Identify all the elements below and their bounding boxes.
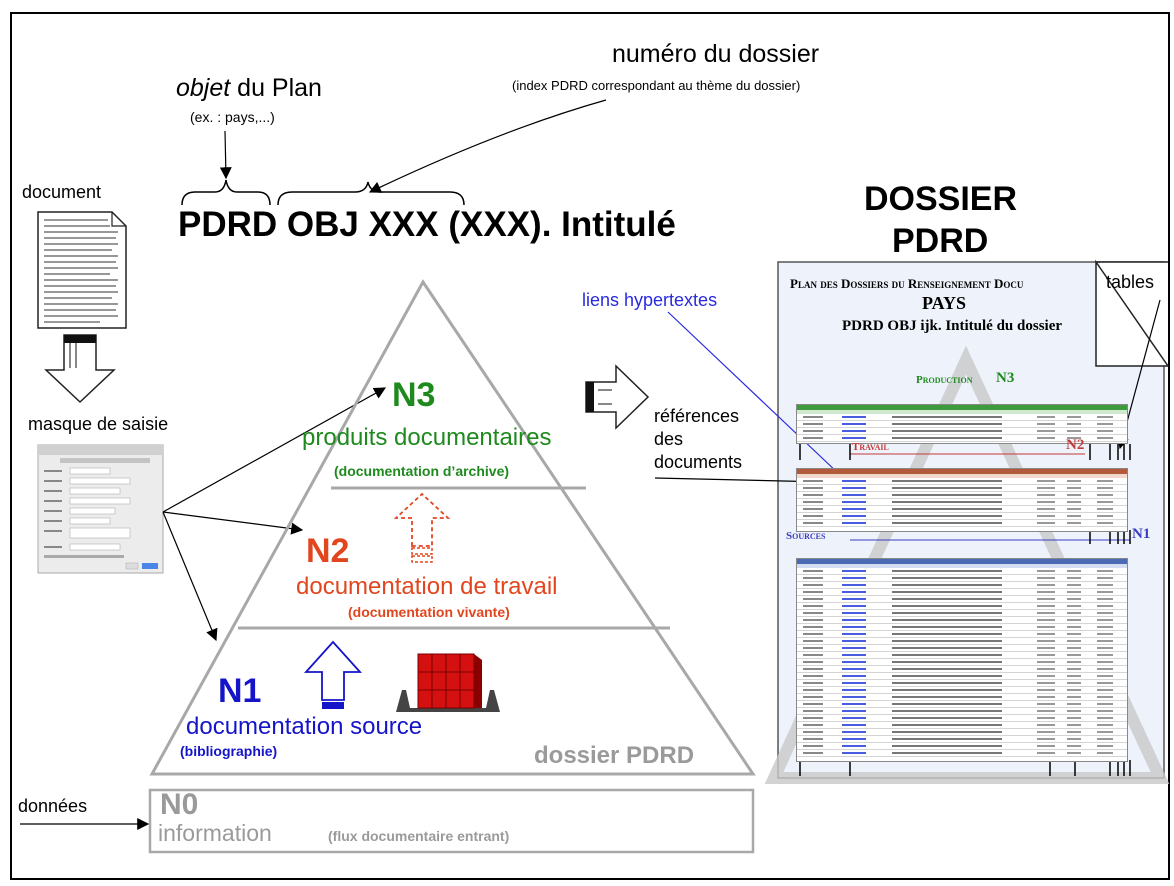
numero-note: (index PDRD correspondant au thème du do… bbox=[512, 78, 801, 93]
n0-code: N0 bbox=[160, 788, 199, 821]
n0-sub: (flux documentaire entrant) bbox=[328, 828, 510, 844]
n2-sub: (documentation vivante) bbox=[348, 604, 510, 620]
page-pays: PAYS bbox=[922, 293, 967, 313]
references-line-2: des bbox=[654, 429, 684, 449]
n1-code: N1 bbox=[218, 672, 262, 710]
sec-travail: Travail bbox=[852, 441, 889, 453]
tables-label: tables bbox=[1106, 272, 1155, 292]
page-code: PDRD OBJ ijk. Intitulé du dossier bbox=[842, 318, 1063, 334]
n2-code: N2 bbox=[306, 532, 350, 570]
objet-title: objet du Plan bbox=[176, 74, 322, 103]
n3-sub: (documentation d’archive) bbox=[334, 463, 510, 479]
pyramid-label: dossier PDRD bbox=[534, 742, 695, 769]
donnees-label: données bbox=[18, 796, 88, 816]
objet-italic: objet bbox=[176, 74, 231, 102]
table-n1 bbox=[796, 558, 1128, 762]
arrow-numero-brace bbox=[368, 99, 607, 193]
n1-name: documentation source bbox=[186, 713, 423, 740]
code-title: PDRD OBJ XXX (XXX). Intitulé bbox=[178, 205, 676, 244]
n3-name: produits documentaires bbox=[302, 424, 552, 451]
arrow-form-n2 bbox=[162, 511, 304, 535]
document-icon bbox=[37, 211, 127, 329]
masque-label: masque de saisie bbox=[28, 414, 169, 434]
document-label: document bbox=[22, 182, 102, 202]
sec-travail-code: N2 bbox=[1066, 437, 1085, 453]
numero-title: numéro du dossier bbox=[612, 40, 820, 68]
archive-boxes-icon bbox=[396, 653, 500, 712]
liens-label: liens hypertextes bbox=[582, 290, 718, 310]
sec-production-code: N3 bbox=[996, 370, 1015, 386]
table-n2 bbox=[796, 468, 1128, 532]
down-arrow-icon bbox=[44, 334, 116, 404]
n2-name: documentation de travail bbox=[296, 573, 558, 600]
blue-up-arrow-icon bbox=[303, 640, 363, 709]
outer-frame bbox=[10, 12, 1170, 880]
pyramid bbox=[149, 279, 756, 776]
n3-code: N3 bbox=[392, 376, 436, 414]
references-line-1: références bbox=[654, 406, 740, 426]
arrow-form-n3 bbox=[162, 387, 387, 513]
arrow-objet-brace bbox=[219, 130, 232, 180]
dashed-up-arrow-icon bbox=[393, 492, 451, 563]
sec-sources-code: N1 bbox=[1132, 526, 1151, 542]
dossier-title-2: PDRD bbox=[892, 222, 989, 260]
brace-numero bbox=[277, 181, 465, 206]
page-header: Plan des Dossiers du Renseignement Docu bbox=[790, 276, 1024, 291]
references-line-3: documents bbox=[654, 452, 743, 472]
n0-box bbox=[148, 788, 755, 854]
right-arrow-icon bbox=[585, 364, 650, 430]
table-n3 bbox=[796, 404, 1128, 444]
objet-example: (ex. : pays,...) bbox=[190, 109, 275, 125]
brace-objet bbox=[181, 179, 271, 206]
arrow-liens bbox=[667, 311, 859, 493]
dossier-title-1: DOSSIER bbox=[864, 180, 1018, 218]
sec-sources: Sources bbox=[786, 530, 826, 542]
arrow-form-n1 bbox=[162, 511, 218, 642]
masque-form-thumbnail bbox=[37, 444, 164, 574]
n0-name: information bbox=[158, 820, 272, 846]
objet-rest: du Plan bbox=[230, 74, 322, 102]
sec-production: Production bbox=[916, 374, 973, 386]
n1-sub: (bibliographie) bbox=[180, 743, 278, 759]
